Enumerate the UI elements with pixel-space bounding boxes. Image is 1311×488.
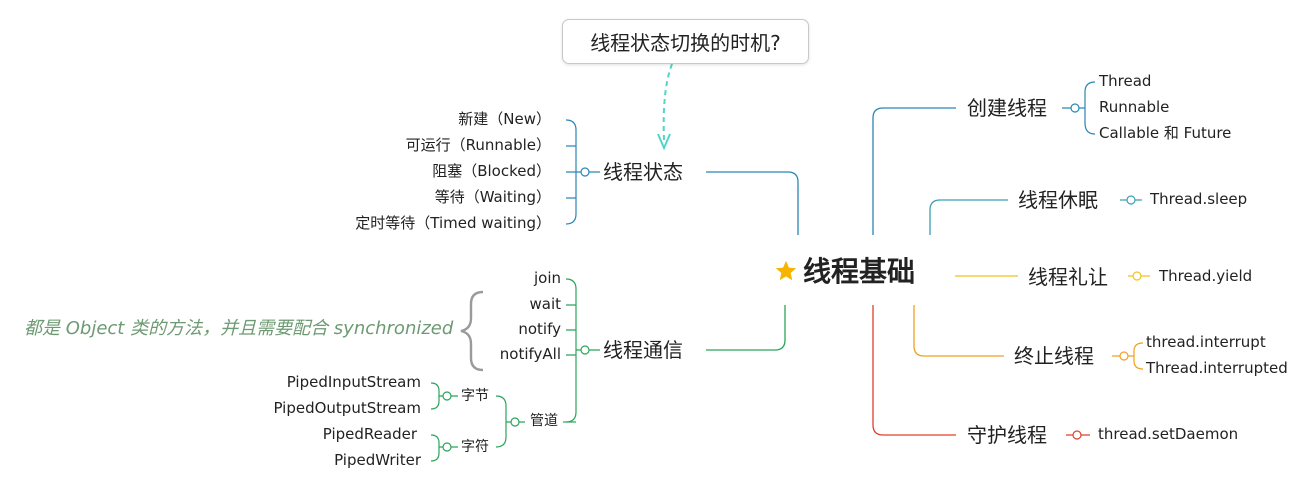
link-root-sleep [929, 199, 1008, 235]
pipe-item-reader[interactable]: PipedReader [322, 425, 417, 443]
star-icon [775, 260, 797, 281]
pipe-item-writer[interactable]: PipedWriter [334, 451, 421, 469]
link-root-create [872, 107, 956, 235]
state-item-blocked[interactable]: 阻塞（Blocked） [432, 162, 551, 180]
tick-comm [566, 304, 600, 356]
node-sleep [1126, 195, 1136, 205]
daemon-item[interactable]: thread.setDaemon [1098, 425, 1239, 443]
callout-question[interactable]: 线程状态切换的时机? [562, 19, 809, 64]
state-item-runnable[interactable]: 可运行（Runnable） [405, 136, 551, 154]
topic-pipe[interactable]: 管道 [530, 413, 558, 429]
state-item-waiting[interactable]: 等待（Waiting） [434, 188, 551, 206]
comm-method-wait[interactable]: wait [529, 295, 561, 313]
comm-methods-note: 都是 Object 类的方法，并且需要配合 synchronized [24, 318, 454, 339]
comm-method-notifyall[interactable]: notifyAll [499, 345, 561, 363]
comm-method-join[interactable]: join [533, 269, 561, 287]
node-comm [580, 345, 590, 355]
node-stop [1119, 351, 1129, 361]
node-state [580, 167, 590, 177]
node-char [442, 442, 452, 452]
yield-item[interactable]: Thread.yield [1159, 267, 1253, 285]
sleep-item[interactable]: Thread.sleep [1150, 190, 1248, 208]
topic-daemon-thread[interactable]: 守护线程 [967, 423, 1047, 447]
topic-thread-state[interactable]: 线程状态 [603, 160, 683, 184]
link-root-comm [706, 305, 786, 351]
topic-create-thread[interactable]: 创建线程 [967, 96, 1047, 120]
callout-arrow-head [657, 133, 671, 151]
pipe-item-inputstream[interactable]: PipedInputStream [286, 373, 421, 391]
topic-pipe-byte[interactable]: 字节 [461, 388, 489, 404]
note-brace [460, 290, 484, 372]
stop-item-interrupted[interactable]: Thread.interrupted [1146, 359, 1288, 377]
node-yield [1132, 271, 1142, 281]
topic-stop-thread[interactable]: 终止线程 [1014, 344, 1094, 368]
tick-state [566, 145, 576, 199]
bracket-comm [565, 278, 577, 423]
root-topic[interactable]: 线程基础 [803, 255, 916, 288]
topic-thread-yield[interactable]: 线程礼让 [1028, 265, 1108, 289]
link-root-stop [913, 305, 1004, 357]
create-item-callable-future[interactable]: Callable 和 Future [1099, 124, 1232, 142]
link-root-daemon [872, 305, 956, 436]
topic-thread-communication[interactable]: 线程通信 [603, 338, 683, 362]
node-create [1070, 103, 1080, 113]
create-item-runnable[interactable]: Runnable [1099, 98, 1170, 116]
node-daemon [1072, 430, 1082, 440]
comm-method-notify[interactable]: notify [518, 320, 561, 338]
node-byte [442, 391, 452, 401]
node-pipe [510, 417, 520, 427]
callout-label: 线程状态切换的时机? [590, 31, 781, 55]
state-item-new[interactable]: 新建（New） [458, 110, 551, 128]
link-root-state [706, 171, 799, 235]
topic-pipe-char[interactable]: 字符 [461, 439, 489, 455]
topic-thread-sleep[interactable]: 线程休眠 [1018, 188, 1098, 212]
pipe-item-outputstream[interactable]: PipedOutputStream [273, 399, 421, 417]
stop-item-interrupt[interactable]: thread.interrupt [1146, 333, 1266, 351]
create-item-thread[interactable]: Thread [1099, 72, 1152, 90]
state-item-timed-waiting[interactable]: 定时等待（Timed waiting） [355, 214, 551, 232]
callout-arrow-line [662, 63, 673, 141]
